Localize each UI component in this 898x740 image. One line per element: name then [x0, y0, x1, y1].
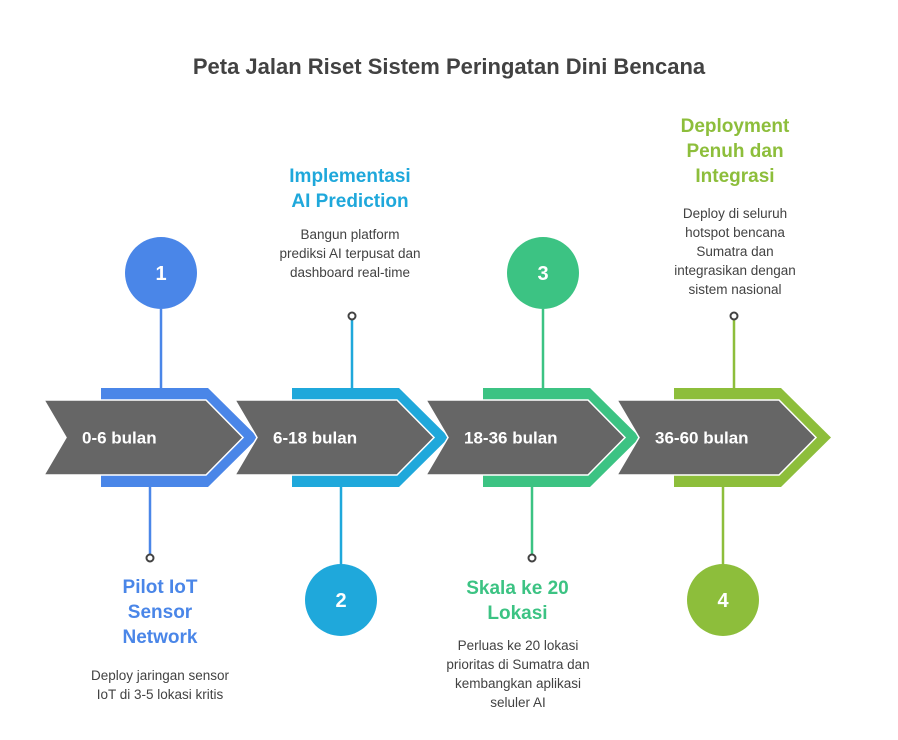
- segment-4-period-label: 36-60 bulan: [655, 429, 749, 448]
- timeline-segment-4: 36-60 bulan 4: [615, 311, 831, 636]
- timeline-segment-2: 6-18 bulan 2: [233, 311, 449, 636]
- phase-2-title-line: Implementasi: [289, 166, 411, 187]
- step-2-circle: [305, 564, 377, 636]
- connector-dot: [729, 311, 739, 321]
- phase-4-title-line: Integrasi: [695, 166, 775, 187]
- phase-2-title: Implementasi AI Prediction: [255, 164, 445, 214]
- phase-2-title-line: AI Prediction: [291, 191, 409, 212]
- segment-1-gray-chevron: [42, 399, 245, 476]
- phase-2-description: Bangun platform prediksi AI terpusat dan…: [279, 227, 421, 280]
- timeline-segment-3: 18-36 bulan 3: [424, 237, 640, 563]
- step-3-circle: [507, 237, 579, 309]
- timeline-segment-1: 0-6 bulan 1: [42, 237, 258, 563]
- step-4-number: 4: [717, 590, 729, 612]
- phase-1-description: Deploy jaringan sensor IoT di 3-5 lokasi…: [90, 668, 230, 702]
- connector-dot: [527, 553, 537, 563]
- phase-3-title: Skala ke 20 Lokasi: [430, 576, 605, 626]
- step-1-circle: [125, 237, 197, 309]
- phase-3-description: Perluas ke 20 lokasi prioritas di Sumatr…: [446, 638, 590, 710]
- phase-1-title-line: Pilot IoT: [122, 577, 198, 598]
- step-2-number: 2: [335, 590, 346, 612]
- phase-1-title-line: Network: [122, 627, 198, 648]
- segment-1-period-label: 0-6 bulan: [82, 429, 157, 448]
- phase-4-title: Deployment Penuh dan Integrasi: [640, 114, 830, 189]
- step-3-number: 3: [537, 263, 548, 285]
- phase-4-description: Deploy di seluruh hotspot bencana Sumatr…: [674, 206, 796, 297]
- step-1-number: 1: [155, 263, 166, 285]
- segment-2-gray-chevron: [233, 399, 436, 476]
- segment-3-period-label: 18-36 bulan: [464, 429, 558, 448]
- phase-4-title-line: Deployment: [680, 116, 790, 137]
- phase-3-title-line: Skala ke 20: [466, 578, 569, 599]
- connector-dot: [145, 553, 155, 563]
- step-4-circle: [687, 564, 759, 636]
- phase-1-title-line: Sensor: [127, 602, 193, 623]
- connector-dot: [347, 311, 357, 321]
- segment-2-period-label: 6-18 bulan: [273, 429, 357, 448]
- phase-3-title-line: Lokasi: [487, 603, 548, 624]
- segment-4-gray-chevron: [615, 399, 818, 476]
- diagram-title: Peta Jalan Riset Sistem Peringatan Dini …: [192, 54, 706, 79]
- segment-3-gray-chevron: [424, 399, 627, 476]
- phase-1-title: Pilot IoT Sensor Network: [70, 575, 250, 650]
- phase-4-title-line: Penuh dan: [686, 141, 784, 162]
